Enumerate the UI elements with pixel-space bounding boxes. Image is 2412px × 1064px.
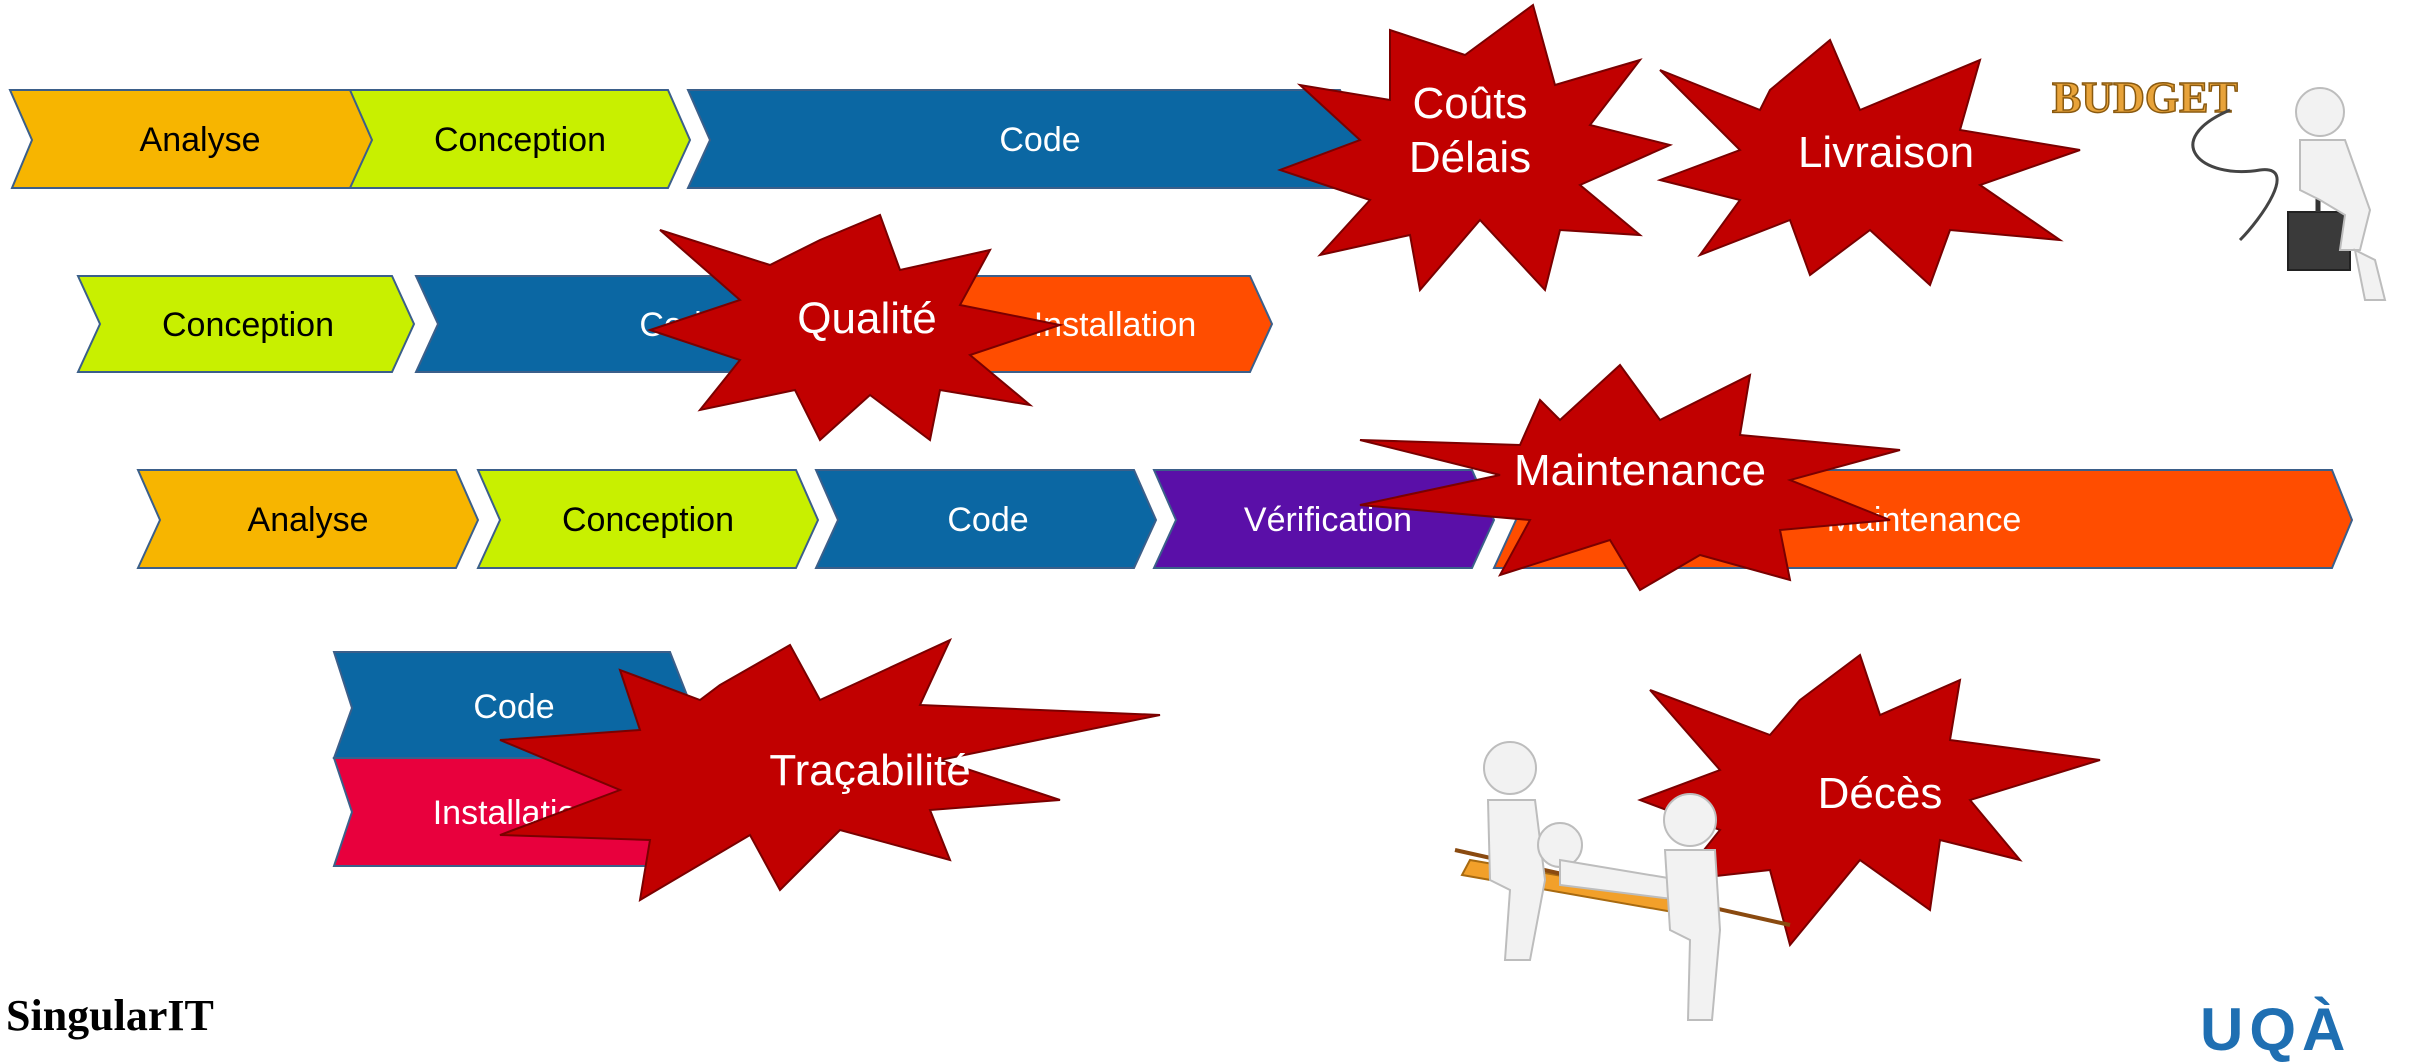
burst-qualite: Qualité: [646, 213, 1064, 442]
detonator-box-icon: [2287, 211, 2351, 271]
burst-maintenance: Maintenance: [1359, 363, 1901, 592]
stretcher-figures-illustration: [1454, 741, 1791, 1021]
chevron-analyse: Analyse: [8, 89, 384, 189]
row-3: Analyse Conception Code Vérification Mai…: [136, 469, 2354, 569]
chevron-label: Code: [999, 121, 1080, 159]
chevron-analyse: Analyse: [136, 469, 480, 569]
chevron-conception: Conception: [476, 469, 820, 569]
chevron-label: Analyse: [248, 501, 369, 539]
chevron-label: Conception: [562, 501, 734, 539]
burst-tracabilite: Traçabilité: [499, 637, 1161, 902]
burst-label: Coûts: [1413, 79, 1528, 128]
chevron-label: Conception: [434, 121, 606, 159]
chevron-label: Code: [473, 688, 554, 726]
burst-couts-delais: Coûts Délais: [1277, 3, 1674, 293]
budget-detonator-illustration: BUDGET: [2051, 72, 2387, 301]
figure-person-icon: [1483, 741, 1722, 1021]
burst-label: Maintenance: [1514, 446, 1766, 495]
burst-label: Délais: [1409, 133, 1531, 182]
chevron-code: Code: [686, 89, 1364, 189]
budget-sign-text: BUDGET: [2052, 73, 2238, 122]
chevron-label: Conception: [162, 306, 334, 344]
burst-label: Livraison: [1798, 128, 1974, 177]
burst-label: Traçabilité: [769, 746, 970, 795]
diagram-canvas: Analyse Conception Code Conception Code …: [8, 3, 2387, 1021]
chevron-label: Analyse: [140, 121, 261, 159]
row-1: Analyse Conception Code: [8, 89, 1364, 189]
footer-brand-text: SingularIT: [6, 991, 214, 1040]
burst-deces: Décès: [1637, 653, 2101, 948]
chevron-label: Code: [947, 501, 1028, 539]
figure-person-icon: [2295, 87, 2387, 301]
burst-livraison: Livraison: [1656, 38, 2081, 287]
footer-logo: UQÀ: [2200, 996, 2352, 1063]
chevron-conception: Conception: [348, 89, 692, 189]
chevron-conception: Conception: [76, 275, 416, 373]
chevron-code: Code: [814, 469, 1158, 569]
chevron-verification: Vérification: [1152, 469, 1496, 569]
burst-label: Décès: [1818, 769, 1943, 818]
burst-label: Qualité: [797, 294, 936, 343]
